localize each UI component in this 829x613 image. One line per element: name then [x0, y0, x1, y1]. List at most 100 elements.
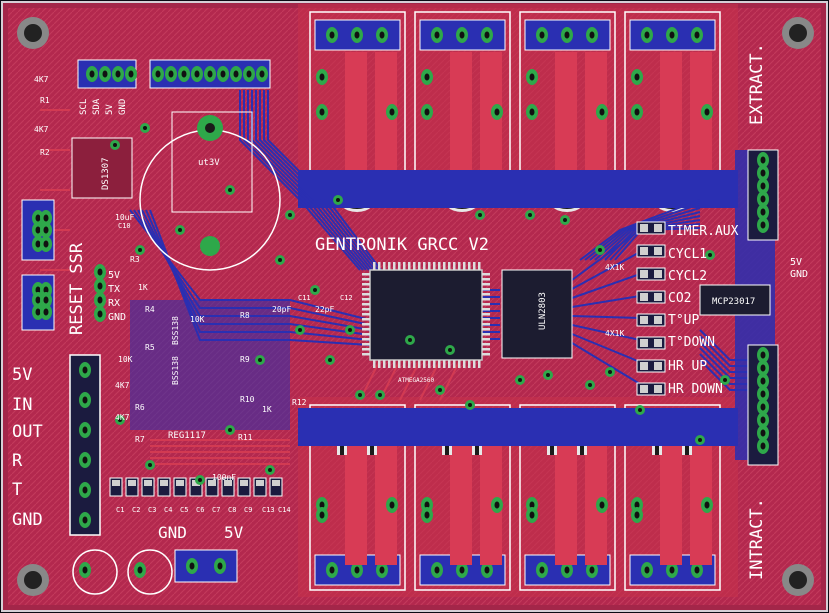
right-5v-label: 5V	[790, 257, 802, 268]
svg-text:R7: R7	[135, 435, 145, 444]
mcu-pins	[362, 262, 490, 368]
header-pads	[32, 66, 769, 578]
svg-text:R3: R3	[130, 255, 140, 264]
svg-text:5V: 5V	[108, 270, 120, 281]
capacitor-labels: C1 C2 C3 C4 C5 C6 C7 C8 C9 C10 C11 C12 C…	[116, 222, 353, 514]
svg-text:R4: R4	[145, 305, 155, 314]
rtc-label: DS1307	[101, 157, 111, 190]
svg-text:GND: GND	[12, 510, 43, 530]
value-labels: 4K7 4K7 4K7 4K7 10K 10K 1K 1K 20pF 22pF …	[34, 75, 624, 482]
svg-text:1K: 1K	[138, 283, 148, 292]
label-5v-bottom: 5V	[224, 523, 244, 542]
trace-bundle	[129, 90, 760, 391]
svg-text:GND: GND	[108, 312, 126, 323]
svg-text:10K: 10K	[118, 355, 133, 364]
svg-text:4K7: 4K7	[34, 75, 49, 84]
i2c-labels: SCL SDA 5V GND	[79, 98, 128, 115]
svg-text:SDA: SDA	[92, 98, 102, 115]
svg-text:C6: C6	[196, 506, 204, 514]
board-title: GENTRONIK GRCC V2	[315, 235, 489, 255]
mcu-chip	[369, 269, 483, 361]
svg-text:100nF: 100nF	[212, 473, 236, 482]
svg-text:T: T	[12, 480, 22, 500]
svg-text:C7: C7	[212, 506, 220, 514]
input-labels: TIMER.AUX CYCL1 CYCL2 CO2 T°UP T°DOWN HR…	[668, 224, 739, 397]
uart-labels: 5V TX RX GND	[108, 270, 126, 323]
relay-top-4	[624, 11, 721, 213]
transistor-label-1: BSS138	[171, 316, 180, 345]
svg-text:4X1K: 4X1K	[605, 329, 624, 338]
svg-text:R5: R5	[145, 343, 155, 352]
svg-text:C9: C9	[244, 506, 252, 514]
svg-text:4K7: 4K7	[115, 381, 130, 390]
svg-text:T°DOWN: T°DOWN	[668, 335, 715, 350]
svg-text:OUT: OUT	[12, 422, 43, 442]
svg-text:5V: 5V	[12, 365, 32, 385]
svg-text:22pF: 22pF	[315, 305, 334, 314]
svg-text:C1: C1	[116, 506, 124, 514]
svg-text:HR DOWN: HR DOWN	[668, 382, 723, 397]
capacitor-row	[109, 477, 283, 497]
label-gnd-bottom: GND	[158, 523, 187, 542]
right-gnd-label: GND	[790, 269, 808, 280]
svg-text:C2: C2	[132, 506, 140, 514]
svg-text:R2: R2	[40, 148, 50, 157]
label-intract: INTRACT.	[747, 498, 767, 580]
svg-text:R: R	[12, 451, 23, 471]
svg-text:R11: R11	[238, 433, 253, 442]
svg-text:4K7: 4K7	[115, 413, 130, 422]
expander-chip	[699, 284, 771, 316]
svg-text:CYCL2: CYCL2	[668, 269, 707, 284]
svg-text:TX: TX	[108, 284, 120, 295]
svg-text:R10: R10	[240, 395, 255, 404]
relay-bottom-2	[414, 404, 511, 591]
svg-text:CO2: CO2	[668, 291, 691, 306]
svg-text:C5: C5	[180, 506, 188, 514]
svg-text:RX: RX	[108, 298, 120, 309]
svg-text:IN: IN	[12, 395, 32, 415]
resistor-labels: R1 R2 R3 R4 R5 R6 R7 R8 R9 R10 R11 R12	[40, 96, 307, 444]
relay-bottom-1	[309, 404, 406, 591]
driver-label: ULN2803	[538, 292, 548, 330]
mounting-holes	[17, 17, 814, 596]
svg-text:C11: C11	[298, 294, 311, 302]
mcu-label: ATMEGA2560	[398, 377, 435, 384]
trace-bundle-top	[40, 109, 461, 465]
transistor-label-2: BSS138	[171, 356, 180, 385]
svg-text:GND: GND	[118, 99, 128, 115]
svg-text:C13: C13	[262, 506, 275, 514]
svg-text:10K: 10K	[190, 315, 205, 324]
svg-text:R1: R1	[40, 96, 50, 105]
svg-text:HR UP: HR UP	[668, 359, 707, 374]
svg-text:CYCL1: CYCL1	[668, 247, 707, 262]
battery-label: ut3V	[198, 158, 220, 168]
svg-text:C4: C4	[164, 506, 172, 514]
expander-label: MCP23017	[712, 297, 755, 307]
regulator-label: REG1117	[168, 431, 206, 441]
label-extract: EXTRACT.	[747, 43, 767, 125]
label-reset-ssr: RESET SSR	[67, 242, 87, 335]
svg-text:20pF: 20pF	[272, 305, 291, 314]
svg-text:4K7: 4K7	[34, 125, 49, 134]
svg-text:SCL: SCL	[79, 99, 89, 115]
svg-text:C3: C3	[148, 506, 156, 514]
input-leds	[636, 221, 666, 396]
left-column-labels: 5V IN OUT R T GND	[12, 365, 43, 530]
svg-text:1K: 1K	[262, 405, 272, 414]
svg-text:4X1K: 4X1K	[605, 263, 624, 272]
svg-text:TIMER.AUX: TIMER.AUX	[668, 224, 739, 239]
svg-text:T°UP: T°UP	[668, 313, 699, 328]
svg-text:C14: C14	[278, 506, 291, 514]
relay-top-3	[519, 11, 616, 213]
driver-chip	[501, 269, 573, 359]
svg-text:C12: C12	[340, 294, 353, 302]
vias	[110, 123, 730, 485]
svg-text:C8: C8	[228, 506, 236, 514]
svg-text:5V: 5V	[105, 104, 115, 115]
svg-text:R12: R12	[292, 398, 307, 407]
svg-text:R6: R6	[135, 403, 145, 412]
relay-top-1	[309, 11, 406, 213]
svg-text:C10: C10	[118, 222, 131, 230]
svg-text:R8: R8	[240, 311, 250, 320]
